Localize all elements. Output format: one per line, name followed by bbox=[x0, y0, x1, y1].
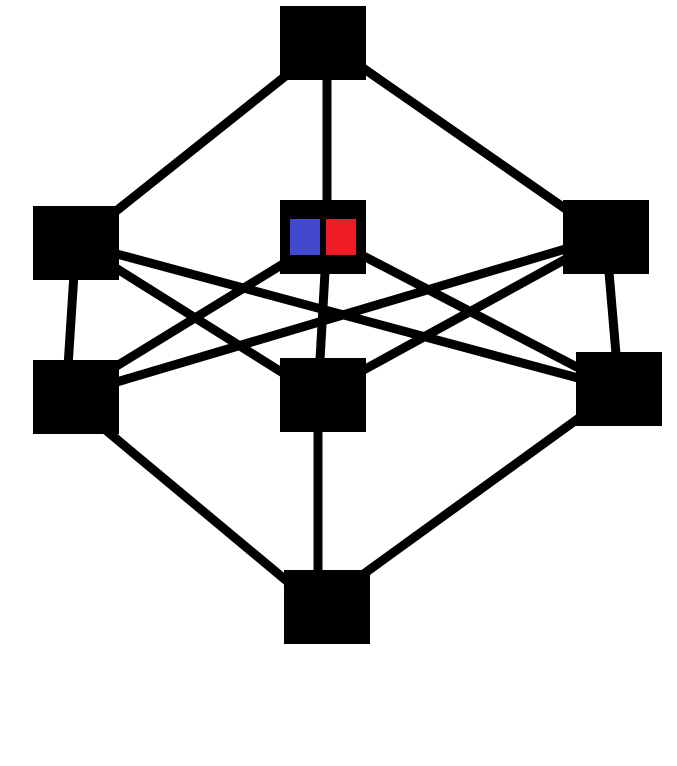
node-right-upper bbox=[563, 200, 649, 274]
node-bottom bbox=[284, 570, 370, 644]
edge-right-upper-to-left-lower bbox=[64, 232, 608, 402]
node-right-lower bbox=[576, 352, 662, 426]
node-box-center-lower bbox=[280, 358, 366, 432]
node-center-upper bbox=[280, 200, 366, 274]
node-box-bottom bbox=[284, 570, 370, 644]
node-left-upper bbox=[33, 206, 119, 280]
node-box-left-upper bbox=[33, 206, 119, 280]
node-left-lower bbox=[33, 360, 119, 434]
node-box-right-lower bbox=[576, 352, 662, 426]
node-box-left-lower bbox=[33, 360, 119, 434]
node-box-top bbox=[280, 6, 366, 80]
node-top bbox=[280, 6, 366, 80]
edge-top-to-right-upper bbox=[324, 39, 609, 241]
color-swatch-red bbox=[326, 219, 356, 255]
node-center-lower bbox=[280, 358, 366, 432]
nodes-layer bbox=[33, 6, 662, 644]
color-swatch-blue bbox=[290, 219, 320, 255]
edges-layer bbox=[61, 39, 624, 611]
node-box-right-upper bbox=[563, 200, 649, 274]
